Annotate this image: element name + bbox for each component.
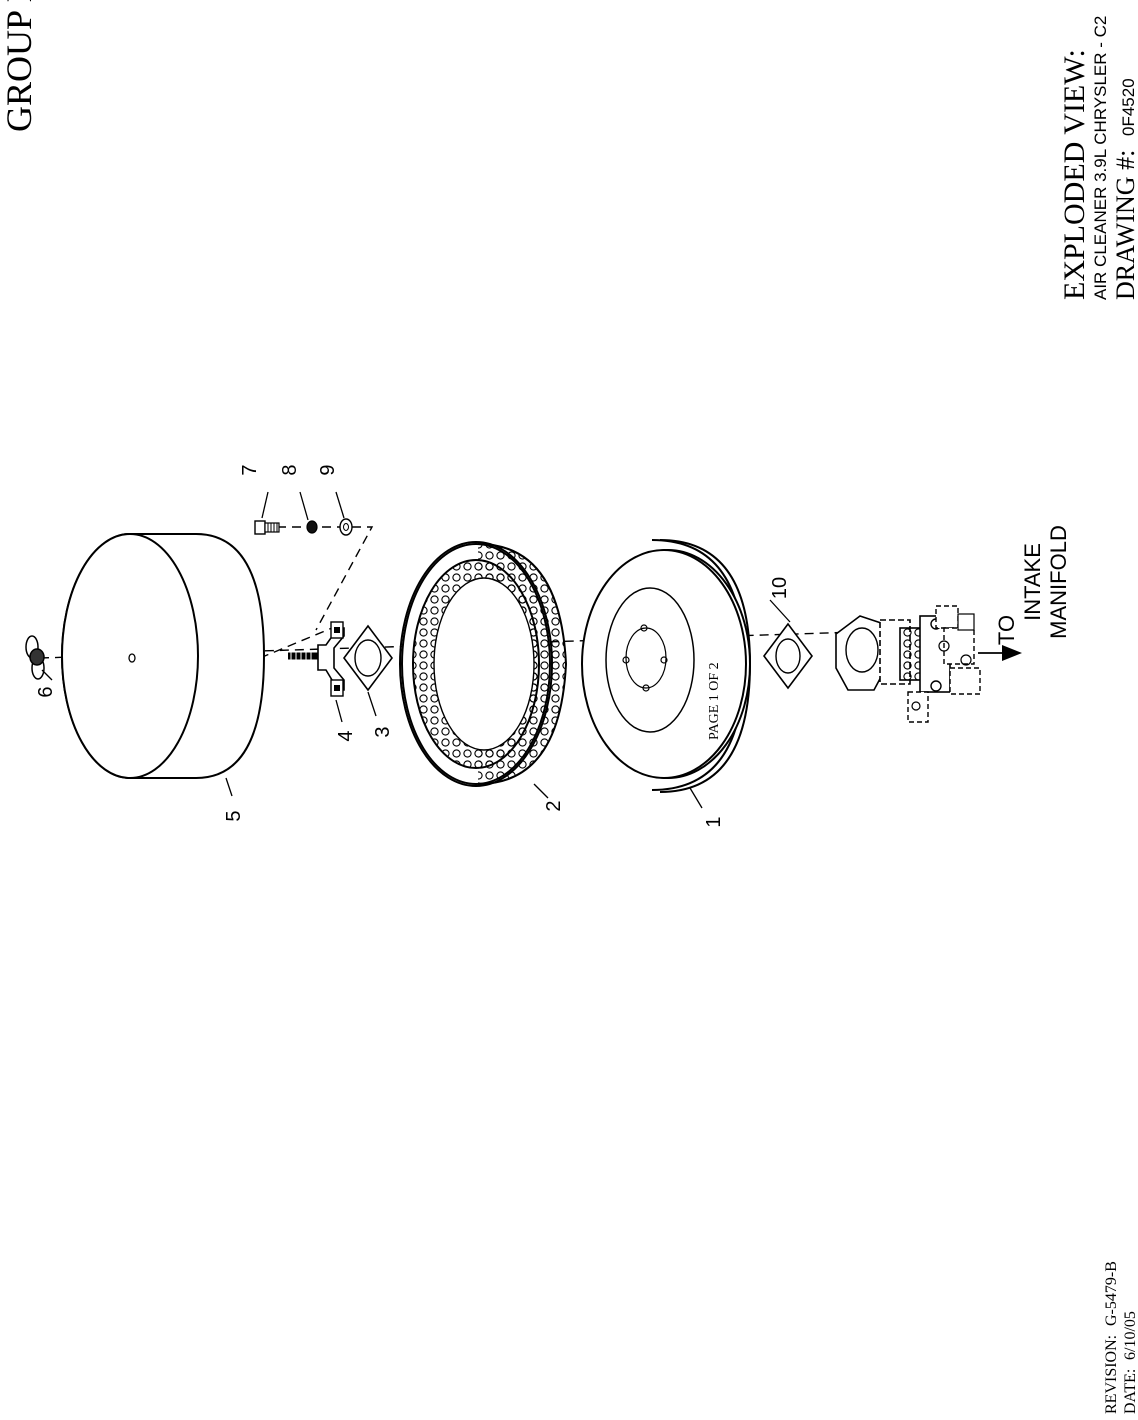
callout-8: 8 — [279, 464, 301, 475]
description-text: AIR CLEANER 3.9L CHRYSLER - C2 — [1091, 16, 1110, 300]
throttle-body-assembly — [835, 605, 981, 723]
part-8-lock-washer — [306, 520, 318, 534]
part-2-filter — [399, 541, 568, 787]
direction-label-line1: TO — [994, 615, 1019, 645]
date-value: 6/10/05 — [1122, 1311, 1138, 1360]
callout-5: 5 — [223, 810, 245, 821]
bolt-path — [262, 526, 374, 631]
intake-arrow — [978, 645, 1022, 661]
drawing-number-label: DRAWING #: — [1111, 150, 1138, 300]
center-line-2 — [259, 627, 333, 659]
title-block: EXPLODED VIEW: AIR CLEANER 3.9L CHRYSLER… — [1058, 16, 1138, 300]
part-3-gasket — [343, 624, 393, 692]
callout-9: 9 — [317, 464, 339, 475]
callout-4: 4 — [335, 730, 357, 741]
part-9-flat-washer — [339, 518, 353, 536]
callout-3: 3 — [372, 726, 394, 737]
revision-block: REVISION: G-5479-B DATE: 6/10/05 — [1103, 1261, 1138, 1414]
callout-6: 6 — [35, 686, 57, 697]
callout-10: 10 — [769, 577, 791, 599]
drawing-number: 0F4520 — [1119, 78, 1138, 136]
page-number: PAGE 1 OF 2 — [707, 662, 722, 740]
part-4-bracket — [288, 621, 345, 697]
part-1-base — [581, 539, 752, 793]
date-label: DATE: — [1122, 1369, 1138, 1414]
part-6-wing-nut — [25, 635, 45, 680]
callout-2: 2 — [543, 800, 565, 811]
callout-7: 7 — [239, 464, 261, 475]
part-7-bolt — [254, 520, 280, 535]
revision-value: G-5479-B — [1103, 1261, 1120, 1326]
part-10-gasket — [763, 622, 813, 690]
direction-label-line3: MANIFOLD — [1046, 525, 1071, 639]
revision-label: REVISION: — [1103, 1335, 1120, 1414]
part-5-cover — [61, 533, 266, 779]
exploded-view-label: EXPLODED VIEW: — [1058, 49, 1091, 300]
callout-1: 1 — [703, 816, 725, 827]
direction-label-line2: INTAKE — [1020, 543, 1045, 621]
leader-lines — [41, 491, 791, 809]
direction-label: TO INTAKE MANIFOLD — [994, 525, 1071, 645]
